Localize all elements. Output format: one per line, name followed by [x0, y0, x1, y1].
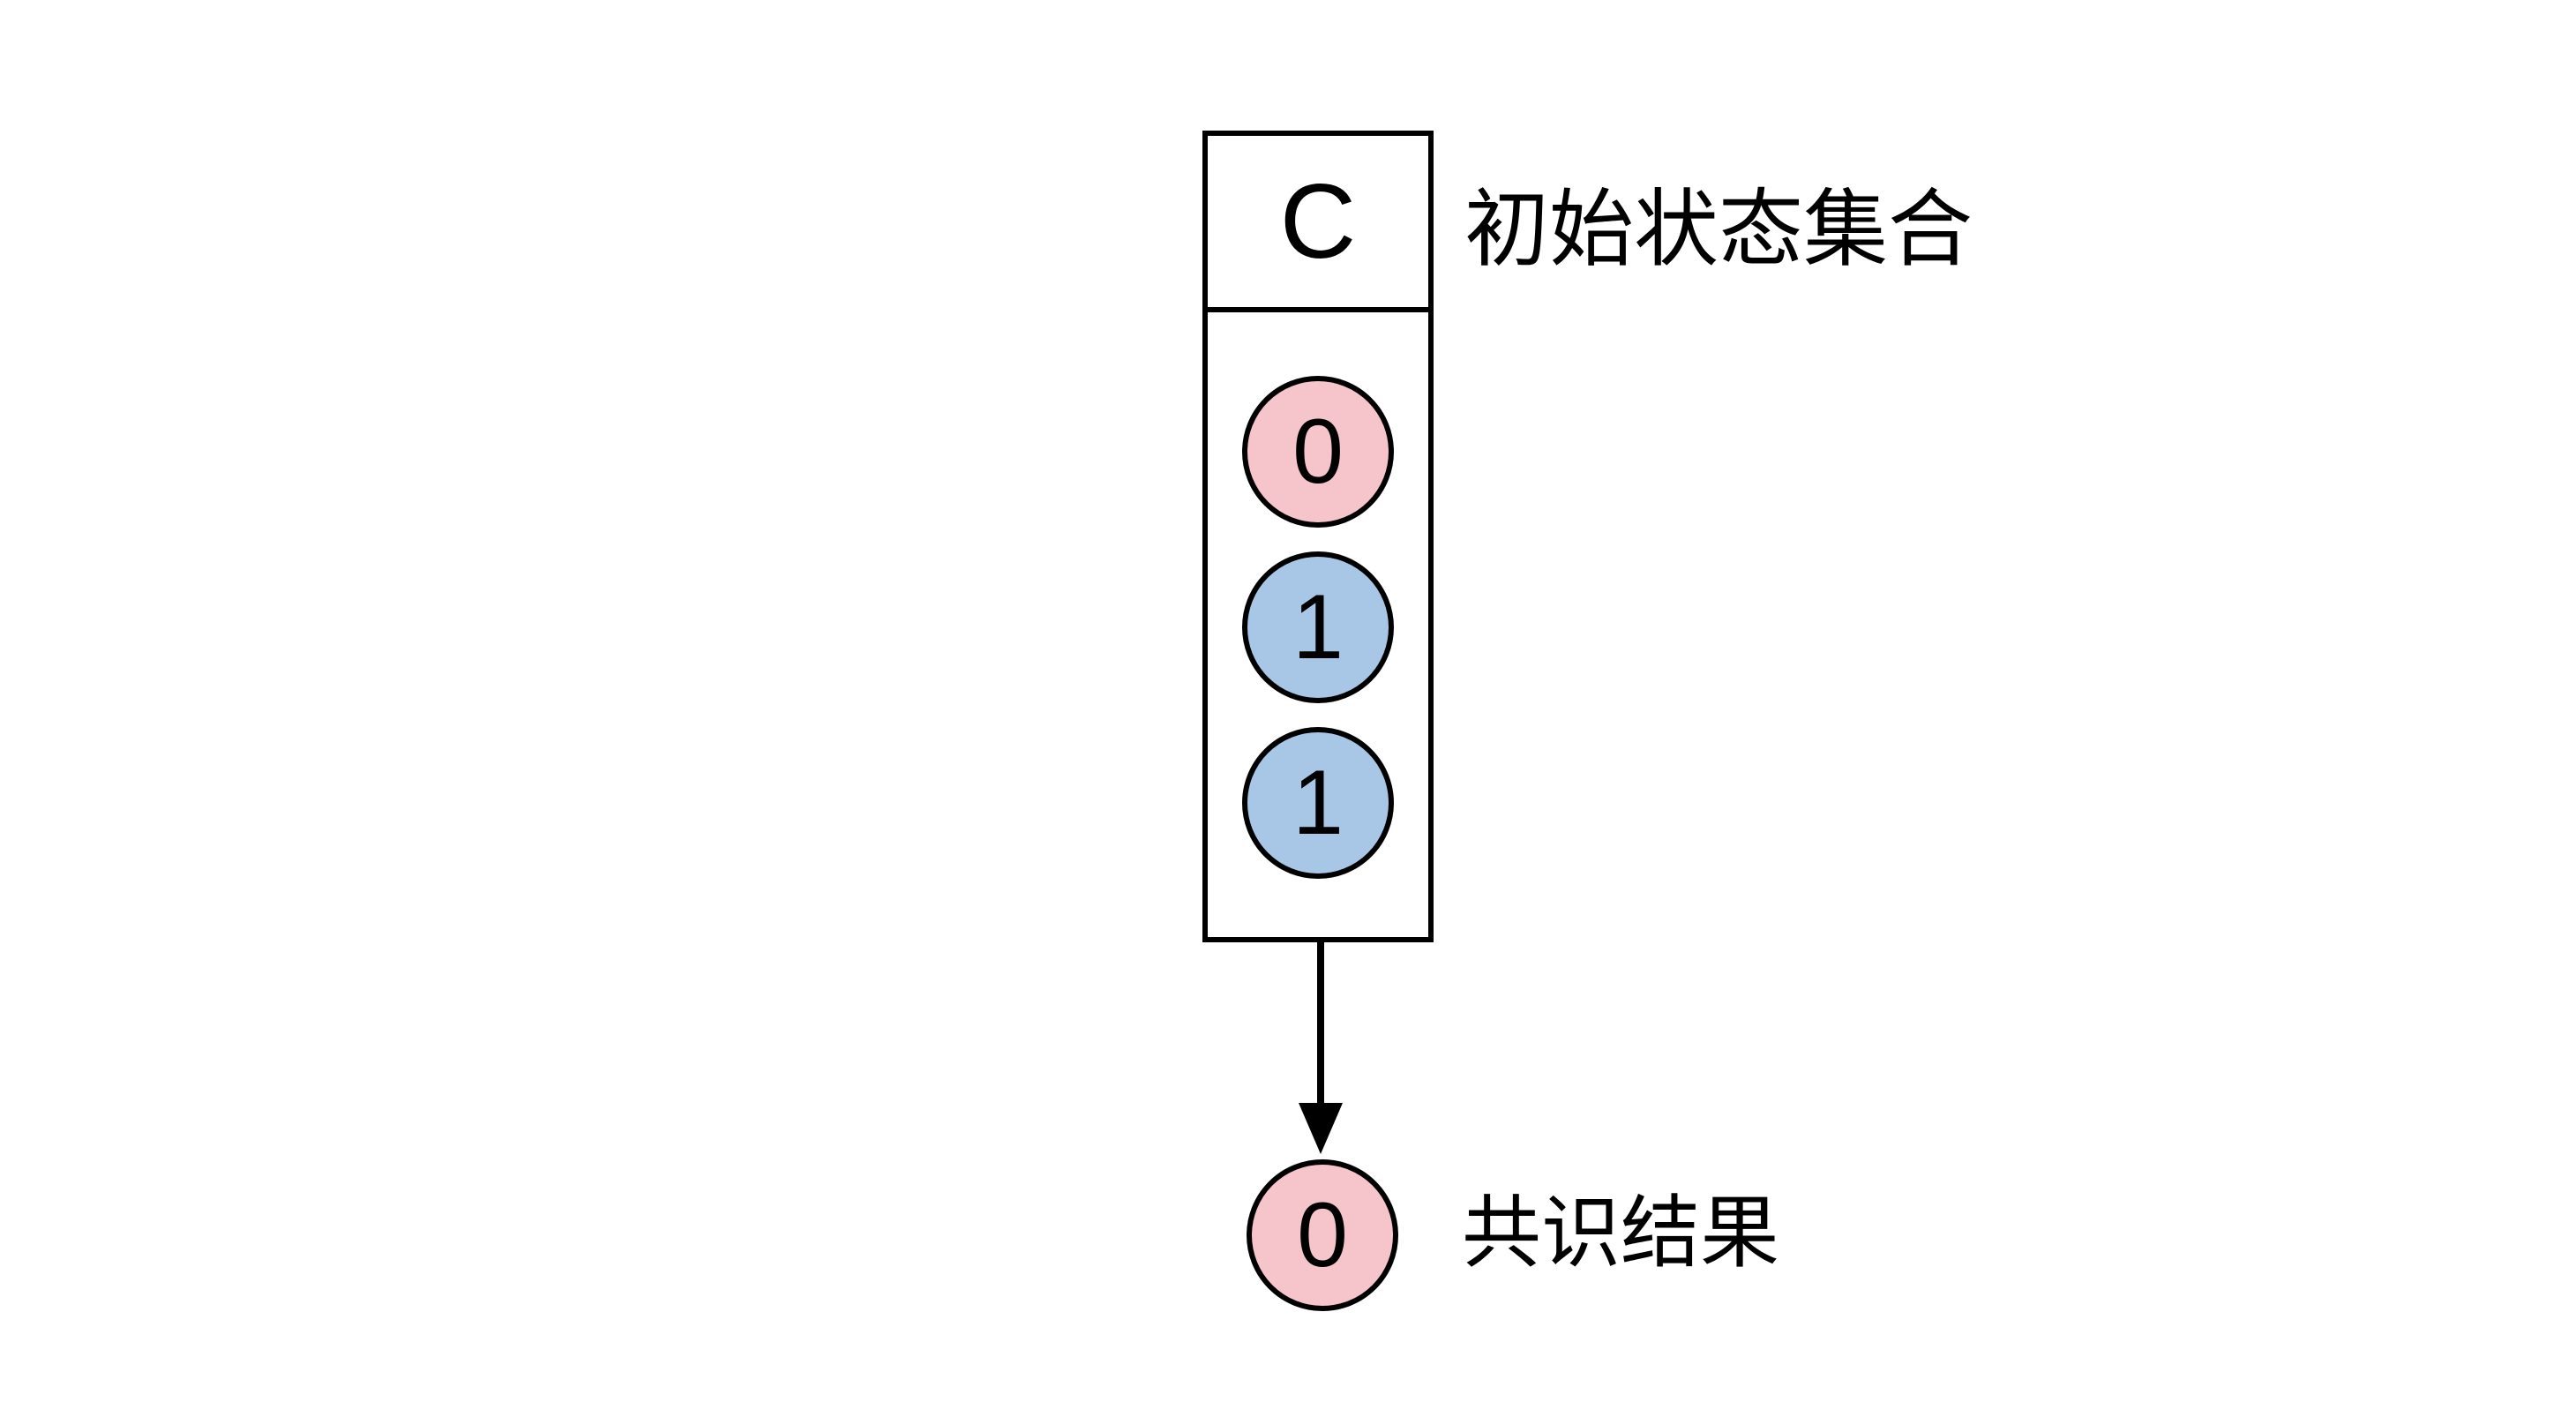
set-header-cell: C: [1208, 136, 1428, 312]
state-node-1-value: 1: [1292, 576, 1344, 679]
state-node-2-value: 1: [1292, 752, 1344, 854]
set-header-label: C: [1279, 162, 1357, 281]
consensus-result-label: 共识结果: [1462, 1189, 1779, 1278]
arrow-down-icon: [1299, 942, 1343, 1154]
state-node-1: 1: [1242, 551, 1394, 703]
initial-state-set-label: 初始状态集合: [1464, 182, 1973, 277]
set-body: 0 1 1: [1208, 312, 1428, 879]
state-node-0: 0: [1242, 376, 1394, 528]
initial-state-set-box: C 0 1 1: [1202, 131, 1434, 942]
state-node-0-value: 0: [1292, 401, 1344, 503]
state-node-2: 1: [1242, 727, 1394, 879]
consensus-result-node: 0: [1247, 1159, 1398, 1311]
consensus-result-value: 0: [1297, 1184, 1348, 1286]
